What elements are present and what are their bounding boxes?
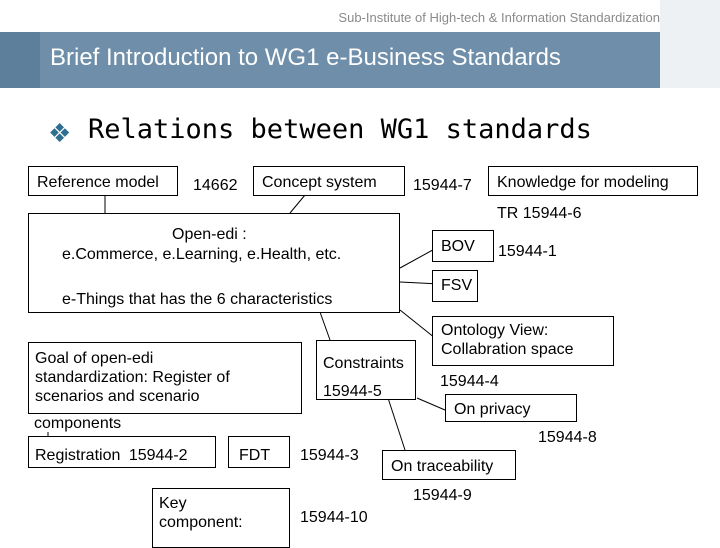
label-15944-9: 15944-9 — [413, 487, 472, 504]
fsv-box: FSV — [432, 270, 478, 302]
connector-constraints-privacy — [416, 397, 446, 411]
open-edi-domains: e.Commerce, e.Learning, e.Health, etc. — [62, 246, 342, 263]
title-band-accent — [0, 32, 40, 88]
open-edi-title: Open-edi : — [172, 226, 247, 243]
on-traceability-box: On traceability — [382, 450, 516, 480]
knowledge-modeling-box: Knowledge for modeling — [488, 166, 698, 196]
reference-model-box: Reference model — [28, 166, 178, 196]
diamond-bullet-icon: ❖ — [48, 118, 72, 148]
header-corner-decoration — [660, 0, 720, 88]
label-15944-10: 15944-10 — [300, 509, 368, 526]
on-privacy-box: On privacy — [445, 394, 577, 422]
open-edi-box: Open-edi : e.Commerce, e.Learning, e.Hea… — [28, 213, 400, 313]
fsv-label: FSV — [441, 277, 473, 294]
goal-line-2: standardization: Register of — [35, 369, 230, 387]
connector-concept-openedi — [289, 194, 306, 214]
label-15944-4: 15944-4 — [440, 373, 499, 390]
concept-system-box: Concept system — [253, 166, 405, 196]
concept-system-label: Concept system — [262, 174, 377, 191]
ontology-line-1: Ontology View: — [441, 322, 549, 339]
label-15944-2: 15944-2 — [128, 447, 188, 464]
on-traceability-label: On traceability — [391, 458, 494, 475]
ontology-line-2: Collabration space — [441, 341, 574, 359]
constraints-label: Constraints — [323, 355, 404, 372]
section-heading: Relations between WG1 standards — [88, 114, 592, 145]
title-band — [0, 32, 660, 88]
label-15944-8: 15944-8 — [538, 429, 597, 446]
key-line-2: component: — [159, 514, 243, 532]
label-14662: 14662 — [193, 177, 238, 194]
reference-model-label: Reference model — [37, 174, 159, 191]
constraints-box: Constraints — [316, 340, 416, 400]
goal-box: Goal of open-edi standardization: Regist… — [28, 342, 302, 414]
on-privacy-label: On privacy — [454, 401, 531, 418]
goal-line-4: components — [34, 415, 122, 432]
key-component-box: Key component: — [152, 488, 290, 548]
registration-box: Registration 15944-2 — [28, 436, 216, 468]
ontology-view-box: Ontology View: Collabration space — [432, 316, 614, 366]
registration-label: Registration — [35, 447, 121, 464]
label-15944-7: 15944-7 — [413, 177, 472, 194]
goal-line-1: Goal of open-edi — [35, 350, 154, 367]
label-15944-5: 15944-5 — [323, 383, 382, 400]
key-line-1: Key — [159, 495, 187, 512]
label-15944-1: 15944-1 — [498, 243, 557, 260]
connector-constraints-traceability — [387, 397, 406, 451]
open-edi-characteristics: e-Things that has the 6 characteristics — [62, 291, 333, 308]
label-15944-3: 15944-3 — [300, 447, 359, 464]
connector-openedi-constraints — [319, 311, 331, 341]
label-tr-15944-6: TR 15944-6 — [497, 205, 582, 222]
fdt-box: FDT — [228, 436, 290, 468]
bov-label: BOV — [441, 238, 475, 255]
fdt-label: FDT — [239, 447, 271, 464]
page-title: Brief Introduction to WG1 e-Business Sta… — [50, 44, 561, 71]
goal-line-3: scenarios and scenario — [35, 388, 200, 406]
bov-box: BOV — [432, 230, 494, 262]
knowledge-modeling-label: Knowledge for modeling — [497, 174, 669, 191]
header-subtitle: Sub-Institute of High-tech & Information… — [338, 10, 660, 25]
